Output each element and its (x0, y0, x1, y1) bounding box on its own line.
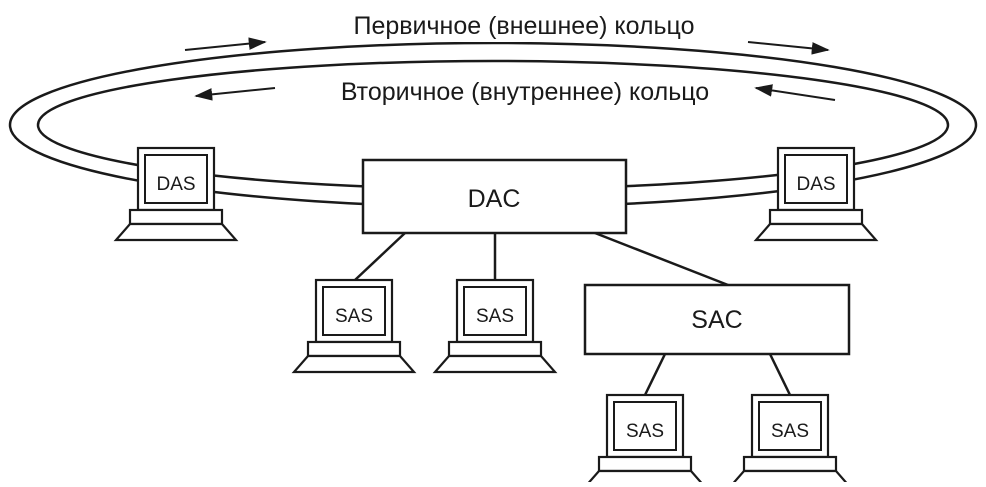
desk-stand (113, 222, 239, 242)
desk-stand (728, 469, 852, 487)
das-station-right: DAS (753, 146, 879, 242)
secondary-ring-label-group: Вторичное (внутреннее) кольцо (296, 76, 754, 108)
desk-stand (583, 469, 707, 487)
monitor-screen (144, 154, 208, 204)
monitor-screen (758, 401, 822, 451)
monitor-screen (322, 286, 386, 336)
sas-3-label: SAS (626, 421, 664, 442)
primary-ring-arrow-left (184, 37, 267, 51)
keyboard-base (128, 208, 224, 226)
link-dac-sac (594, 231, 729, 287)
sas-1-label: SAS (335, 306, 373, 327)
link-sac-sas-3 (643, 353, 667, 396)
keyboard-base (306, 340, 402, 358)
desk-stand (432, 354, 558, 374)
secondary-ring-label: Вторичное (внутреннее) кольцо (341, 78, 709, 106)
keyboard-base (447, 340, 543, 358)
sac-concentrator: SAC (583, 283, 851, 356)
sas-station-4: SAS (728, 393, 852, 487)
primary-ring-arrow-right (747, 41, 830, 55)
keyboard-base (742, 455, 838, 473)
monitor-screen (613, 401, 677, 451)
dac-label: DAC (468, 185, 521, 213)
connection-lines (354, 231, 792, 396)
sas-station-1: SAS (291, 278, 417, 374)
das-right-label: DAS (796, 174, 835, 195)
primary-ring-label: Первичное (внешнее) кольцо (354, 12, 695, 40)
primary-ring-label-group: Первичное (внешнее) кольцо (312, 10, 736, 42)
sas-station-2: SAS (432, 278, 558, 374)
das-station-left: DAS (113, 146, 239, 242)
link-sac-sas-4 (768, 353, 792, 396)
sac-label: SAC (691, 306, 742, 334)
dac-concentrator: DAC (361, 158, 628, 235)
sas-2-label: SAS (476, 306, 514, 327)
monitor-screen (463, 286, 527, 336)
secondary-ring-arrow-right (754, 84, 836, 101)
sas-4-label: SAS (771, 421, 809, 442)
desk-stand (291, 354, 417, 374)
desk-stand (753, 222, 879, 242)
sas-station-3: SAS (583, 393, 707, 487)
monitor-screen (784, 154, 848, 204)
keyboard-base (597, 455, 693, 473)
keyboard-base (768, 208, 864, 226)
secondary-ring-arrow-left (194, 87, 276, 101)
link-dac-sas-1 (354, 232, 406, 281)
das-left-label: DAS (156, 174, 195, 195)
